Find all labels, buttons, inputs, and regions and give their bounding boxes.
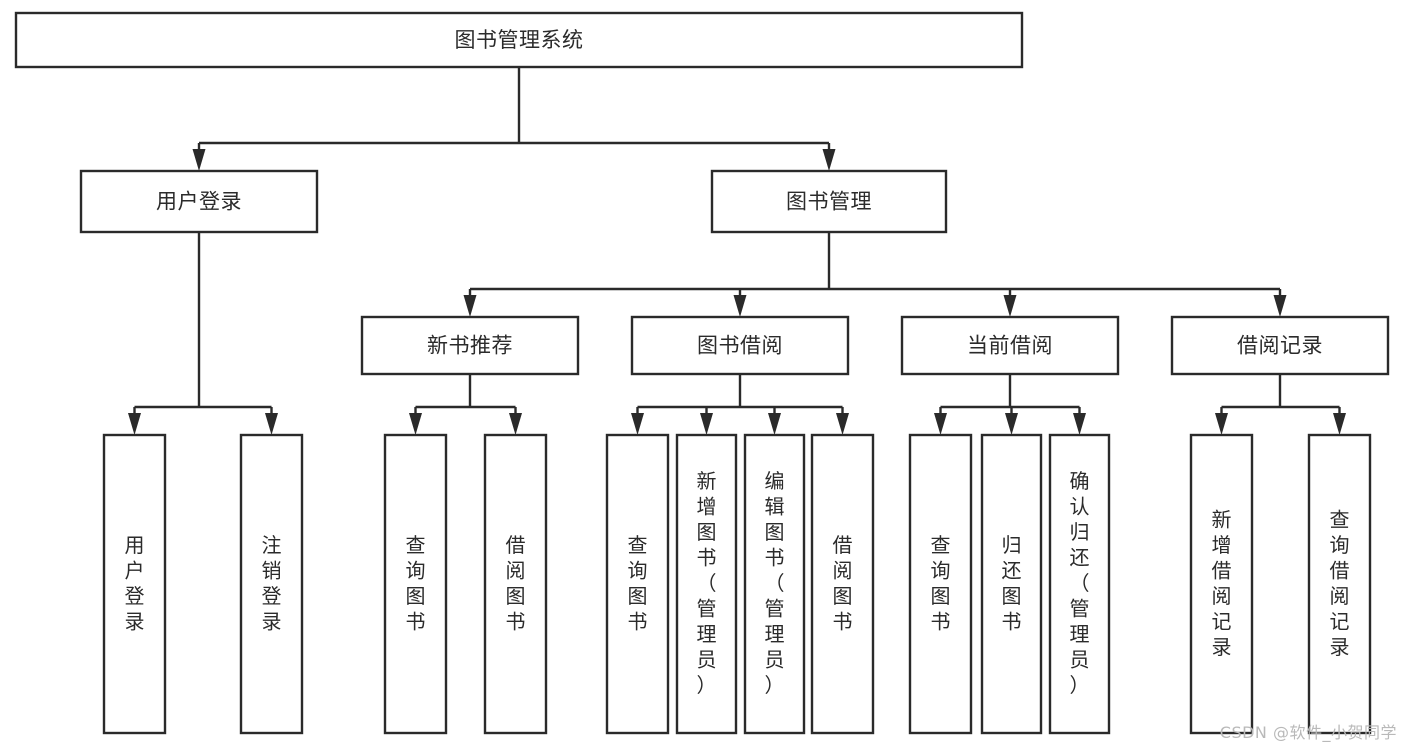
arrow-head-icon-confirm-return-admin — [1073, 413, 1086, 435]
node-label-new-book-recommend: 新书推荐 — [427, 334, 513, 358]
node-label-confirm-return-admin: 确认归还（管理员） — [1070, 469, 1090, 697]
arrow-head-icon-query-book-current — [934, 413, 947, 435]
node-label-borrow-record: 借阅记录 — [1237, 334, 1323, 358]
node-label-logout-leaf: 注销登录 — [262, 532, 282, 633]
node-label-add-book-admin: 新增图书（管理员） — [697, 469, 717, 697]
node-query-borrow-record[interactable]: 查询借阅记录 — [1307, 433, 1372, 735]
arrow-head-icon-user-login — [192, 149, 206, 171]
node-box-query-book-borrow[interactable] — [605, 433, 670, 735]
node-box-root[interactable] — [14, 11, 1024, 69]
arrow-head-icon-new-book-recommend — [463, 295, 477, 317]
node-label-query-book-current: 查询图书 — [931, 532, 951, 633]
arrow-head-icon-user-login-leaf — [128, 413, 141, 435]
node-edit-book-admin[interactable]: 编辑图书（管理员） — [743, 433, 806, 735]
node-query-book-borrow[interactable]: 查询图书 — [605, 433, 670, 735]
node-current-borrow[interactable]: 当前借阅 — [900, 315, 1120, 376]
node-return-book[interactable]: 归还图书 — [980, 433, 1043, 735]
node-box-borrow-book-rec[interactable] — [483, 433, 548, 735]
node-box-book-management[interactable] — [710, 169, 948, 234]
node-label-user-login-leaf: 用户登录 — [125, 532, 145, 633]
node-box-borrow-book-borrow[interactable] — [810, 433, 875, 735]
node-label-query-book-rec: 查询图书 — [406, 532, 426, 633]
node-label-borrow-book-rec: 借阅图书 — [506, 532, 526, 633]
node-borrow-record[interactable]: 借阅记录 — [1170, 315, 1390, 376]
node-label-add-borrow-record: 新增借阅记录 — [1212, 507, 1232, 659]
node-label-query-book-borrow: 查询图书 — [628, 532, 648, 633]
node-confirm-return-admin[interactable]: 确认归还（管理员） — [1048, 433, 1111, 735]
node-box-logout-leaf[interactable] — [239, 433, 304, 735]
node-label-return-book: 归还图书 — [1002, 532, 1022, 633]
node-new-book-recommend[interactable]: 新书推荐 — [360, 315, 580, 376]
arrow-head-icon-logout-leaf — [265, 413, 278, 435]
node-borrow-book-borrow[interactable]: 借阅图书 — [810, 433, 875, 735]
node-label-current-borrow: 当前借阅 — [967, 334, 1053, 358]
node-label-root: 图书管理系统 — [455, 28, 584, 52]
arrow-head-icon-book-management — [822, 149, 836, 171]
arrow-head-icon-add-book-admin — [700, 413, 713, 435]
arrow-head-icon-query-book-borrow — [631, 413, 644, 435]
node-user-login[interactable]: 用户登录 — [79, 169, 319, 234]
arrow-head-icon-book-borrow — [733, 295, 747, 317]
node-query-book-current[interactable]: 查询图书 — [908, 433, 973, 735]
arrow-head-icon-edit-book-admin — [768, 413, 781, 435]
arrow-head-icon-query-borrow-record — [1333, 413, 1346, 435]
node-box-user-login-leaf[interactable] — [102, 433, 167, 735]
node-box-current-borrow[interactable] — [900, 315, 1120, 376]
node-add-borrow-record[interactable]: 新增借阅记录 — [1189, 433, 1254, 735]
node-box-borrow-record[interactable] — [1170, 315, 1390, 376]
node-add-book-admin[interactable]: 新增图书（管理员） — [675, 433, 738, 735]
node-box-query-book-rec[interactable] — [383, 433, 448, 735]
watermark-label: CSDN @软件_小贺同学 — [1219, 723, 1397, 742]
node-borrow-book-rec[interactable]: 借阅图书 — [483, 433, 548, 735]
node-box-add-book-admin[interactable] — [675, 433, 738, 735]
arrow-head-icon-borrow-record — [1273, 295, 1287, 317]
arrow-head-icon-borrow-book-borrow — [836, 413, 849, 435]
arrow-head-icon-query-book-rec — [409, 413, 422, 435]
node-label-book-borrow: 图书借阅 — [697, 334, 783, 358]
node-label-query-borrow-record: 查询借阅记录 — [1330, 507, 1350, 659]
node-box-book-borrow[interactable] — [630, 315, 850, 376]
node-box-query-book-current[interactable] — [908, 433, 973, 735]
node-book-borrow[interactable]: 图书借阅 — [630, 315, 850, 376]
node-box-query-borrow-record[interactable] — [1307, 433, 1372, 735]
node-book-management[interactable]: 图书管理 — [710, 169, 948, 234]
node-box-user-login[interactable] — [79, 169, 319, 234]
arrow-head-icon-return-book — [1005, 413, 1018, 435]
node-label-user-login: 用户登录 — [156, 190, 242, 214]
node-user-login-leaf[interactable]: 用户登录 — [102, 433, 167, 735]
node-query-book-rec[interactable]: 查询图书 — [383, 433, 448, 735]
node-box-add-borrow-record[interactable] — [1189, 433, 1254, 735]
node-label-edit-book-admin: 编辑图书（管理员） — [765, 469, 785, 697]
arrow-head-icon-current-borrow — [1003, 295, 1017, 317]
node-box-new-book-recommend[interactable] — [360, 315, 580, 376]
node-label-borrow-book-borrow: 借阅图书 — [833, 532, 853, 633]
arrow-head-icon-borrow-book-rec — [509, 413, 522, 435]
node-logout-leaf[interactable]: 注销登录 — [239, 433, 304, 735]
node-label-book-management: 图书管理 — [786, 190, 872, 214]
node-box-edit-book-admin[interactable] — [743, 433, 806, 735]
node-box-return-book[interactable] — [980, 433, 1043, 735]
arrow-head-icon-add-borrow-record — [1215, 413, 1228, 435]
node-root[interactable]: 图书管理系统 — [14, 11, 1024, 69]
node-box-confirm-return-admin[interactable] — [1048, 433, 1111, 735]
